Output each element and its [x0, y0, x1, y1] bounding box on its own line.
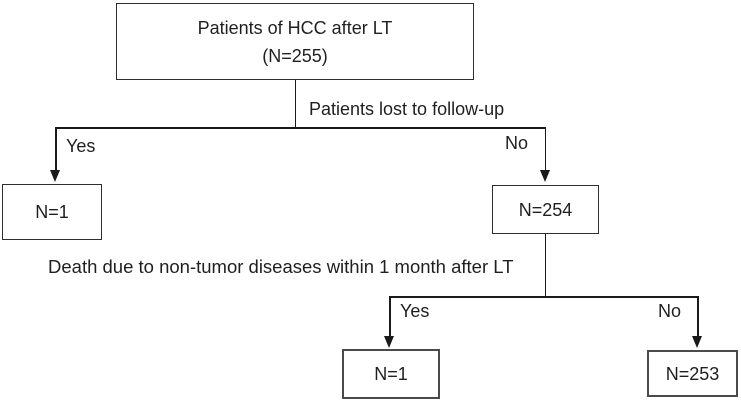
branch1-yes-arrow-stem	[55, 127, 57, 171]
arrow-down-icon	[539, 170, 550, 182]
arrow-down-icon	[692, 336, 703, 348]
branch1-yes-label: Yes	[66, 136, 96, 156]
branch1-no-arrow-stem	[544, 127, 546, 171]
branch2-horizontal-line	[389, 296, 699, 298]
branch1-no-result-box: N=254	[492, 185, 599, 234]
branch1-no-result-value: N=254	[518, 199, 573, 220]
connector-root-to-branch1	[294, 80, 296, 128]
branch2-yes-label: Yes	[400, 301, 430, 321]
root-box-line1: Patients of HCC after LT	[197, 17, 393, 38]
root-box-line2: (N=255)	[262, 45, 328, 66]
branch2-no-result-box: N=253	[647, 350, 738, 397]
branch2-yes-arrow-stem	[389, 296, 391, 337]
branch1-horizontal-line	[55, 127, 546, 129]
branch1-yes-result-box: N=1	[2, 184, 102, 240]
branch2-yes-result-value: N=1	[374, 364, 408, 384]
branch2-yes-result-box: N=1	[342, 349, 440, 399]
arrow-down-icon	[384, 336, 395, 348]
branch1-no-label: No	[505, 133, 529, 153]
branch1-yes-result-value: N=1	[35, 202, 69, 222]
root-box: Patients of HCC after LT (N=255)	[116, 3, 474, 80]
branch2-no-result-value: N=253	[665, 363, 720, 384]
branch2-no-arrow-stem	[697, 296, 699, 337]
branch2-question-label: Death due to non-tumor diseases within 1…	[48, 256, 514, 277]
branch1-question-label: Patients lost to follow-up	[309, 99, 505, 119]
branch2-no-label: No	[658, 301, 682, 321]
connector-branch1no-to-branch2	[544, 234, 546, 297]
arrow-down-icon	[50, 170, 61, 182]
